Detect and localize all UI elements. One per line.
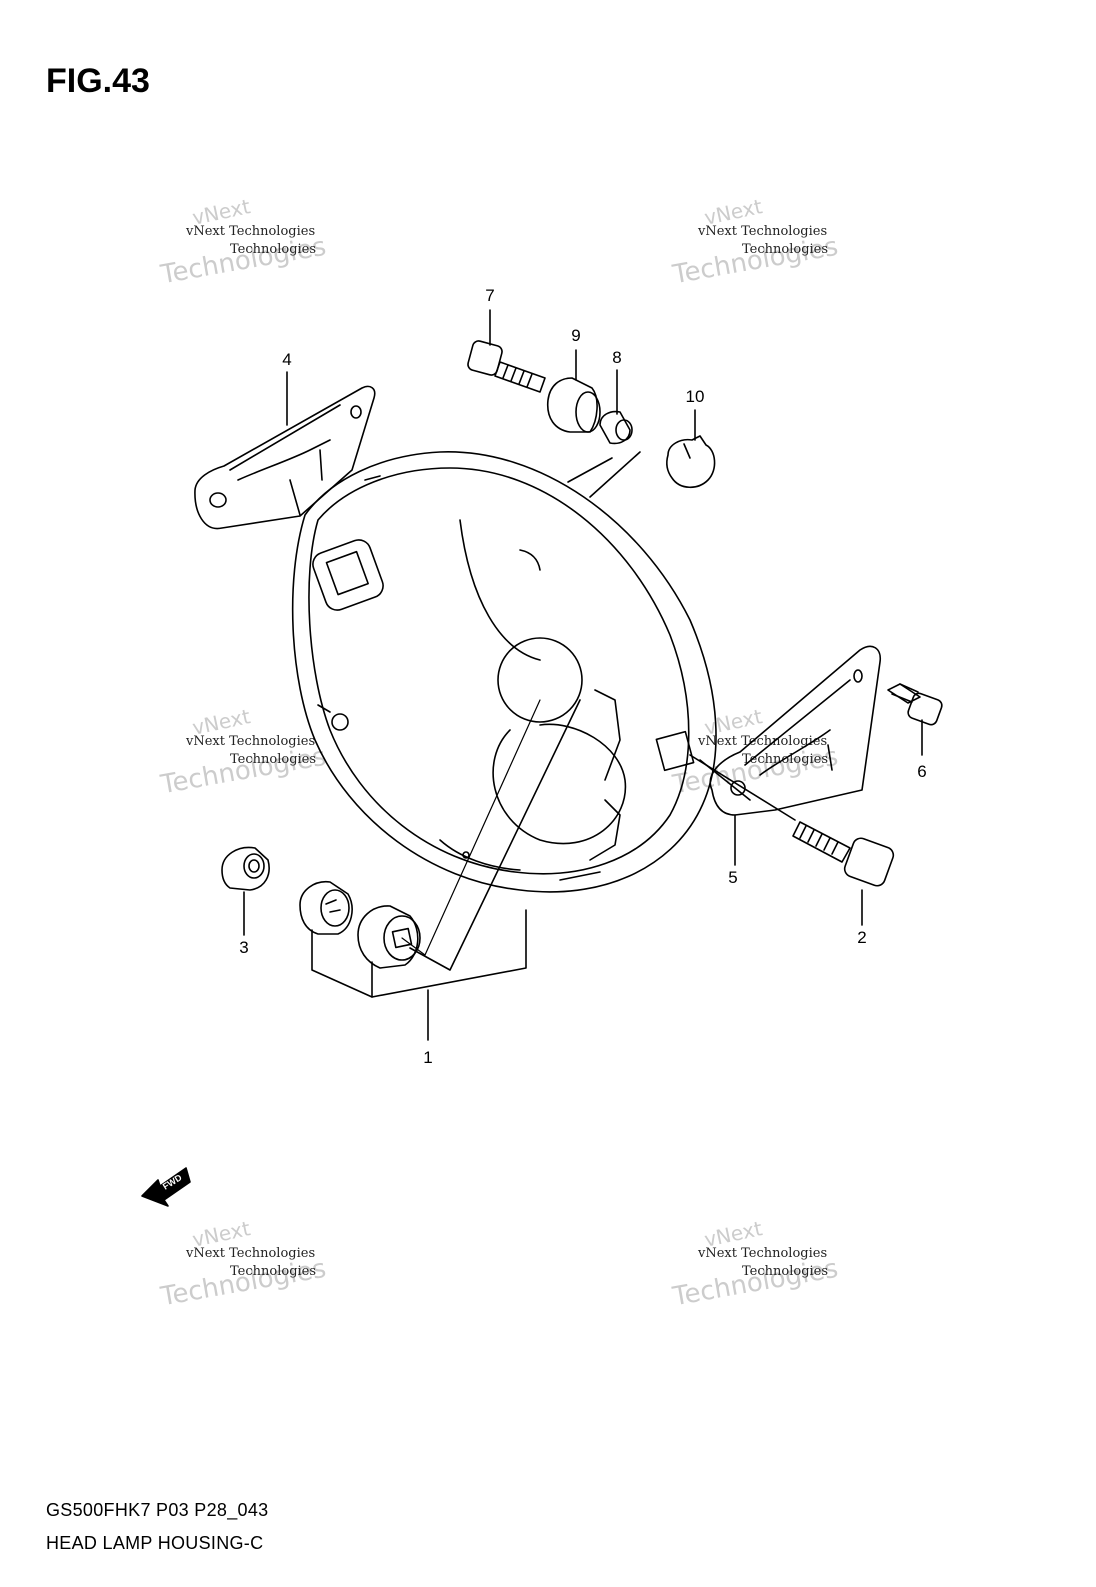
diagram-code: GS500FHK7 P03 P28_043 — [46, 1500, 269, 1520]
nut-part — [221, 846, 270, 936]
callout-3: 3 — [239, 938, 249, 957]
collar-part — [546, 349, 601, 433]
leader-line — [567, 457, 613, 483]
callout-10: 10 — [685, 387, 705, 406]
headlamp-housing-shell — [291, 451, 717, 893]
bolt-long-part — [792, 821, 895, 926]
callout-1: 1 — [423, 1048, 433, 1067]
bushing-part — [599, 369, 633, 445]
callout-9: 9 — [571, 326, 581, 345]
callout-7: 7 — [485, 286, 495, 305]
cap-nut-part — [666, 409, 716, 489]
fwd-arrow-icon — [141, 1167, 191, 1207]
figure-title: FIG.43 — [46, 62, 150, 100]
bolt-top-part — [467, 309, 546, 393]
callout-2: 2 — [857, 928, 867, 947]
watermark: vNext vNext Technologies Technologies Te… — [158, 194, 329, 291]
callout-6: 6 — [917, 762, 927, 781]
bracket-left-part — [194, 385, 376, 530]
bracket-right-part — [709, 645, 882, 816]
bolt-small-part — [887, 683, 943, 756]
watermark: vNext vNext Technologies Technologies Te… — [158, 1216, 329, 1313]
leader-line — [699, 759, 751, 801]
watermark: vNext vNext Technologies Technologies Te… — [670, 194, 841, 291]
watermark: vNext vNext Technologies Technologies Te… — [158, 704, 329, 801]
watermark: vNext vNext Technologies Technologies Te… — [670, 704, 841, 801]
grommet-part — [299, 699, 581, 1041]
callout-4: 4 — [282, 350, 292, 369]
callout-5: 5 — [728, 868, 738, 887]
diagram-name: HEAD LAMP HOUSING-C — [46, 1533, 264, 1553]
watermark: vNext vNext Technologies Technologies Te… — [670, 1216, 841, 1313]
callout-8: 8 — [612, 348, 622, 367]
leader-line — [589, 451, 641, 498]
